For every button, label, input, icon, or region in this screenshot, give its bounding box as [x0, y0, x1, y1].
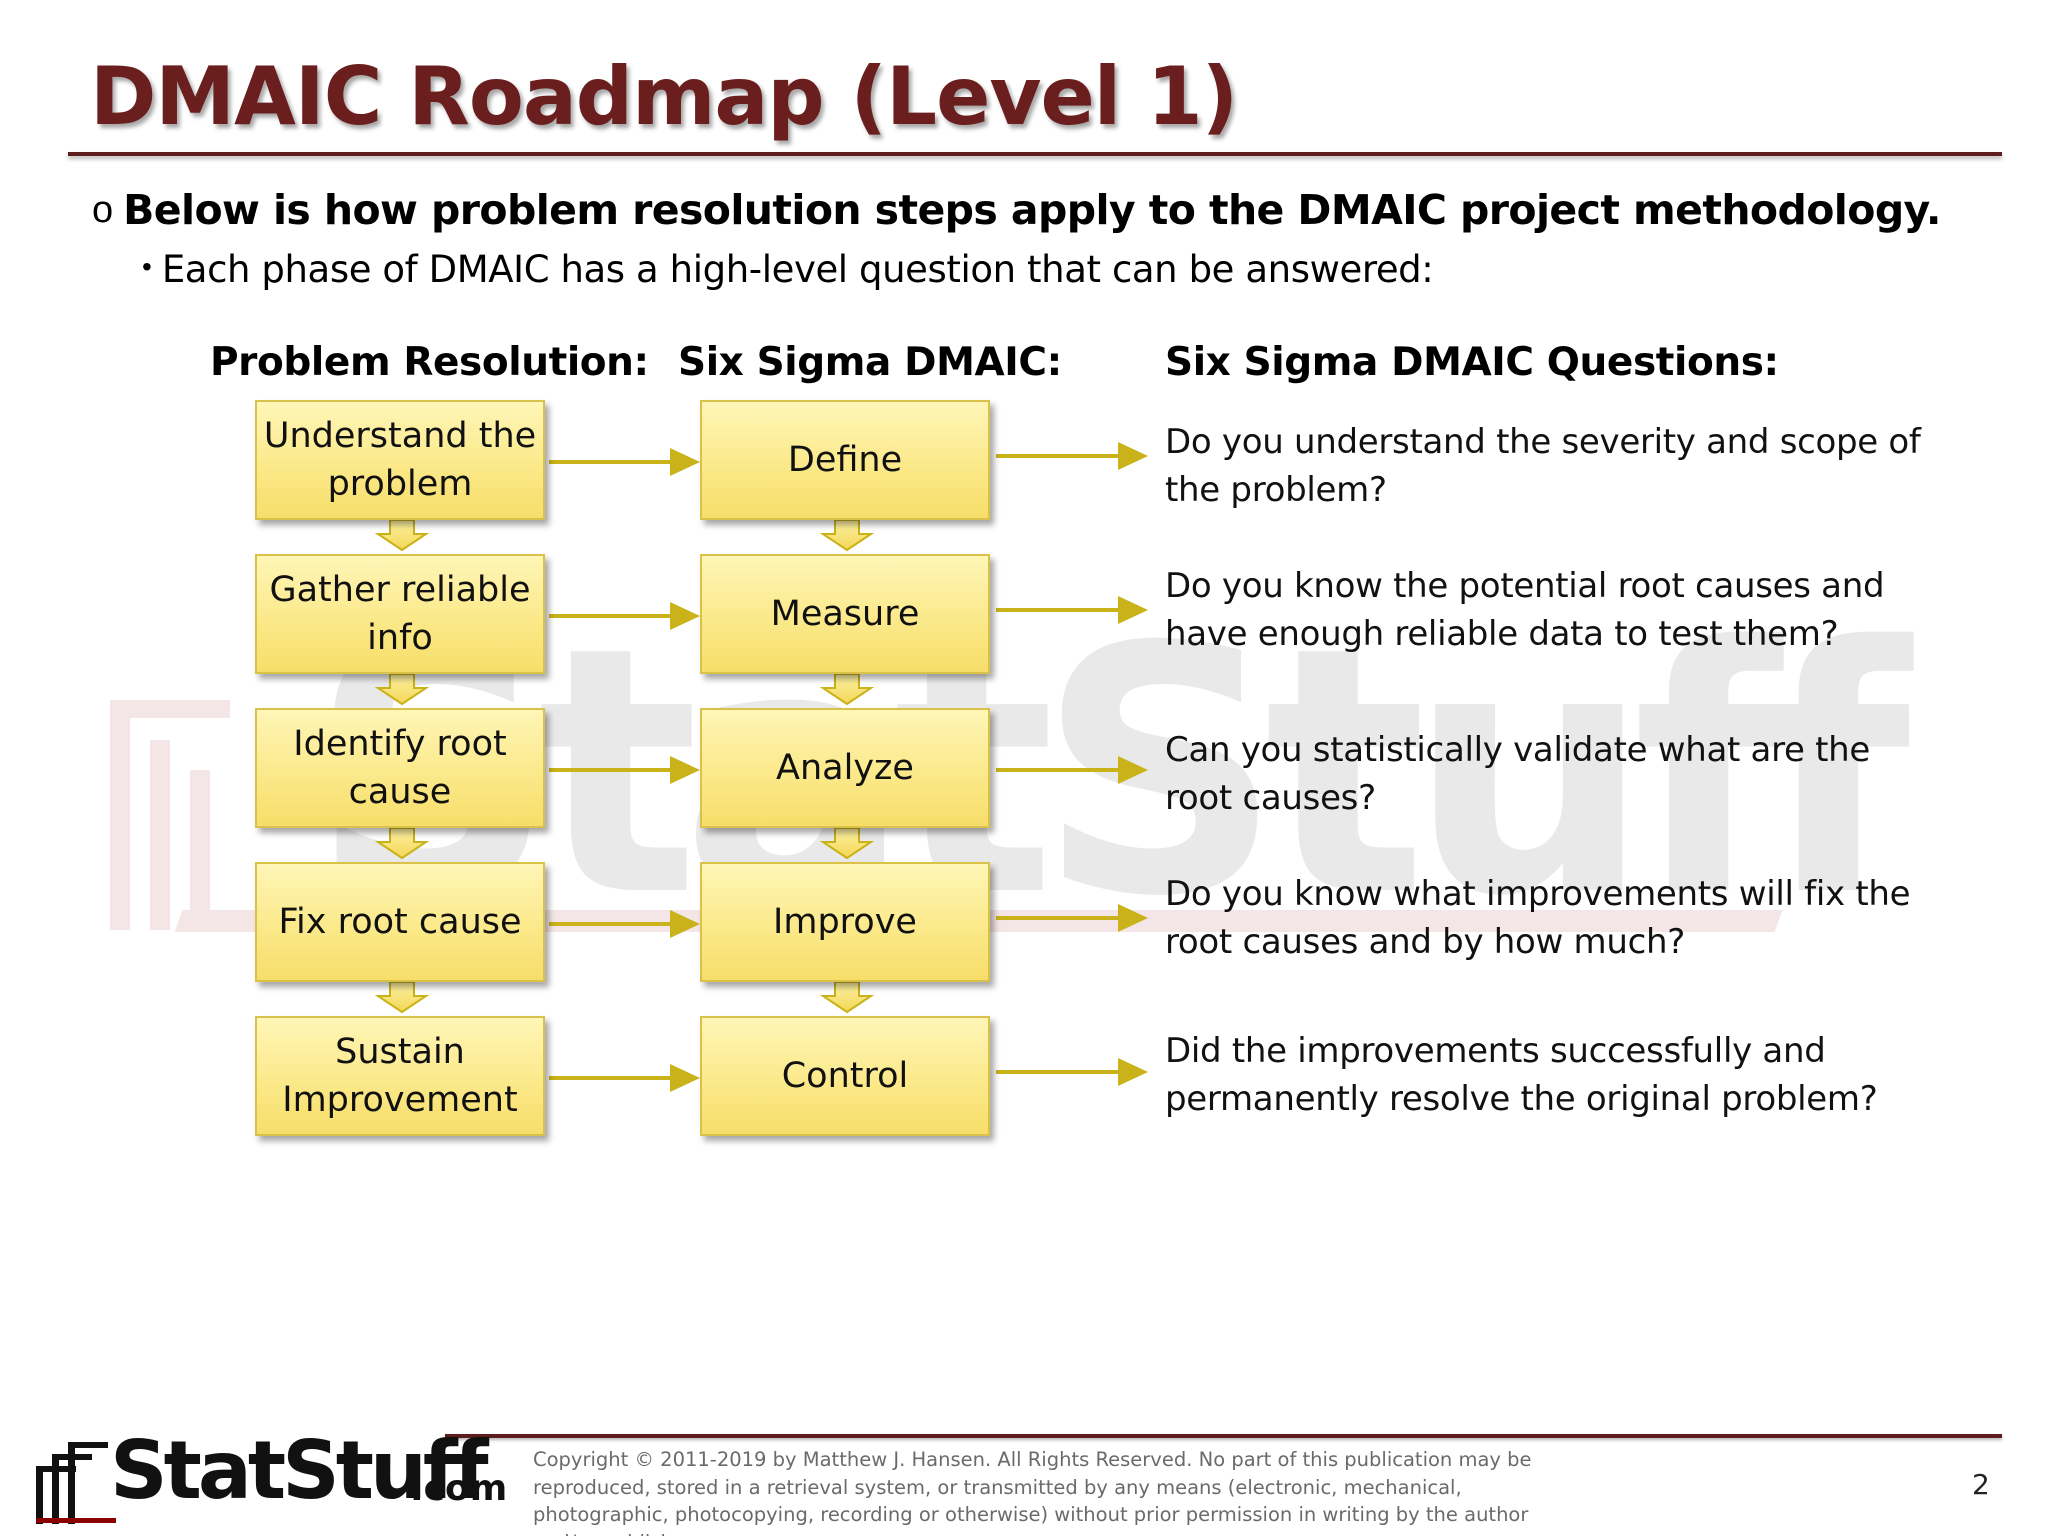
- heading-six-sigma-dmaic: Six Sigma DMAIC:: [678, 340, 1062, 385]
- down-arrow-resolution-2: [374, 673, 430, 706]
- heading-problem-resolution: Problem Resolution:: [210, 340, 649, 385]
- logo-wordmark: StatStuff: [110, 1424, 489, 1517]
- resolution-to-phase-arrow-2-head: [670, 602, 700, 630]
- question-define: Do you understand the severity and scope…: [1165, 422, 1921, 510]
- bar-chart-logo-icon: [36, 1442, 116, 1524]
- phase-to-question-arrow-2-head: [1118, 596, 1148, 624]
- box-measure: Measure: [700, 554, 990, 674]
- down-arrow-phase-3: [819, 827, 875, 860]
- box-fix-root-cause: Fix root cause: [255, 862, 545, 982]
- phase-to-question-arrow-4-head: [1118, 904, 1148, 932]
- box-analyze: Analyze: [700, 708, 990, 828]
- box-control: Control: [700, 1016, 990, 1136]
- sub-bullet-text: Each phase of DMAIC has a high-level que…: [161, 248, 1434, 291]
- footer-divider: [445, 1434, 2002, 1438]
- resolution-to-phase-arrow-3-head: [670, 756, 700, 784]
- main-bullet-text: Below is how problem resolution steps ap…: [123, 186, 1941, 234]
- box-improve: Improve: [700, 862, 990, 982]
- phase-to-question-arrow-3-head: [1118, 756, 1148, 784]
- resolution-to-phase-arrow-5-head: [670, 1064, 700, 1092]
- resolution-to-phase-arrow-1-head: [670, 448, 700, 476]
- slide-title: DMAIC Roadmap (Level 1): [90, 50, 1238, 143]
- sub-bullet: • Each phase of DMAIC has a high-level qu…: [142, 248, 1434, 291]
- copyright-notice: Copyright © 2011-2019 by Matthew J. Hans…: [533, 1448, 1532, 1536]
- statstuff-logo: StatStuff .com: [30, 1424, 510, 1524]
- question-control: Did the improvements successfully and pe…: [1165, 1031, 1878, 1119]
- down-arrow-phase-4: [819, 981, 875, 1014]
- question-improve: Do you know what improvements will fix t…: [1165, 874, 1911, 962]
- box-sustain-improvement: Sustain Improvement: [255, 1016, 545, 1136]
- title-divider: [68, 152, 2002, 156]
- down-arrow-resolution-1: [374, 519, 430, 552]
- box-identify-root-cause: Identify root cause: [255, 708, 545, 828]
- down-arrow-resolution-3: [374, 827, 430, 860]
- page-number: 2: [1972, 1468, 1990, 1501]
- logo-domain-suffix: .com: [410, 1468, 508, 1509]
- down-arrow-resolution-4: [374, 981, 430, 1014]
- down-arrow-phase-1: [819, 519, 875, 552]
- heading-dmaic-questions: Six Sigma DMAIC Questions:: [1165, 340, 1779, 385]
- phase-to-question-arrow-1-head: [1118, 442, 1148, 470]
- box-define: Define: [700, 400, 990, 520]
- box-gather-reliable-info: Gather reliable info: [255, 554, 545, 674]
- question-measure: Do you know the potential root causes an…: [1165, 566, 1885, 654]
- resolution-to-phase-arrow-4-head: [670, 910, 700, 938]
- phase-to-question-arrow-5-head: [1118, 1058, 1148, 1086]
- down-arrow-phase-2: [819, 673, 875, 706]
- box-understand-the-problem: Understand the problem: [255, 400, 545, 520]
- dot-bullet-icon: •: [142, 251, 152, 282]
- hollow-circle-bullet-icon: o: [92, 189, 114, 231]
- question-analyze: Can you statistically validate what are …: [1165, 730, 1871, 818]
